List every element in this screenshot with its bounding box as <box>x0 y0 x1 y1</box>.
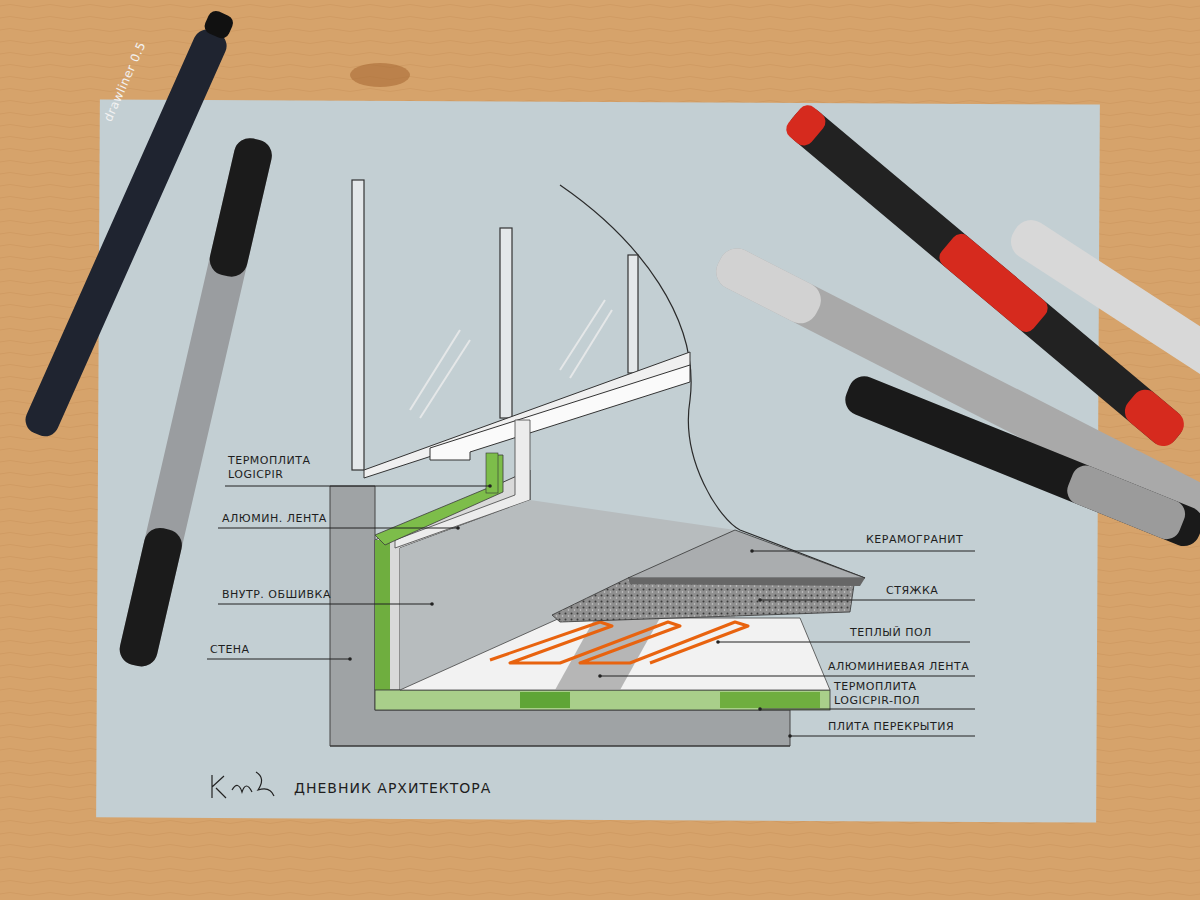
part-label: ТЕПЛЫЙ ПОЛ <box>850 626 932 640</box>
signature-text: ДНЕВНИК АРХИТЕКТОРА <box>294 781 491 795</box>
part-label: ТЕРМОПЛИТА LOGICPIR-ПОЛ <box>834 680 946 708</box>
part-label: АЛЮМИН. ЛЕНТА <box>222 512 327 526</box>
part-label: ТЕРМОПЛИТА LOGICPIR <box>228 454 323 482</box>
part-label: АЛЮМИНИЕВАЯ ЛЕНТА <box>828 660 969 674</box>
part-label: ВНУТР. ОБШИВКА <box>222 588 331 602</box>
part-label: КЕРАМОГРАНИТ <box>866 533 963 547</box>
part-label: ПЛИТА ПЕРЕКРЫТИЯ <box>828 720 954 734</box>
part-label: СТЕНА <box>210 643 250 657</box>
part-label: СТЯЖКА <box>886 584 938 598</box>
